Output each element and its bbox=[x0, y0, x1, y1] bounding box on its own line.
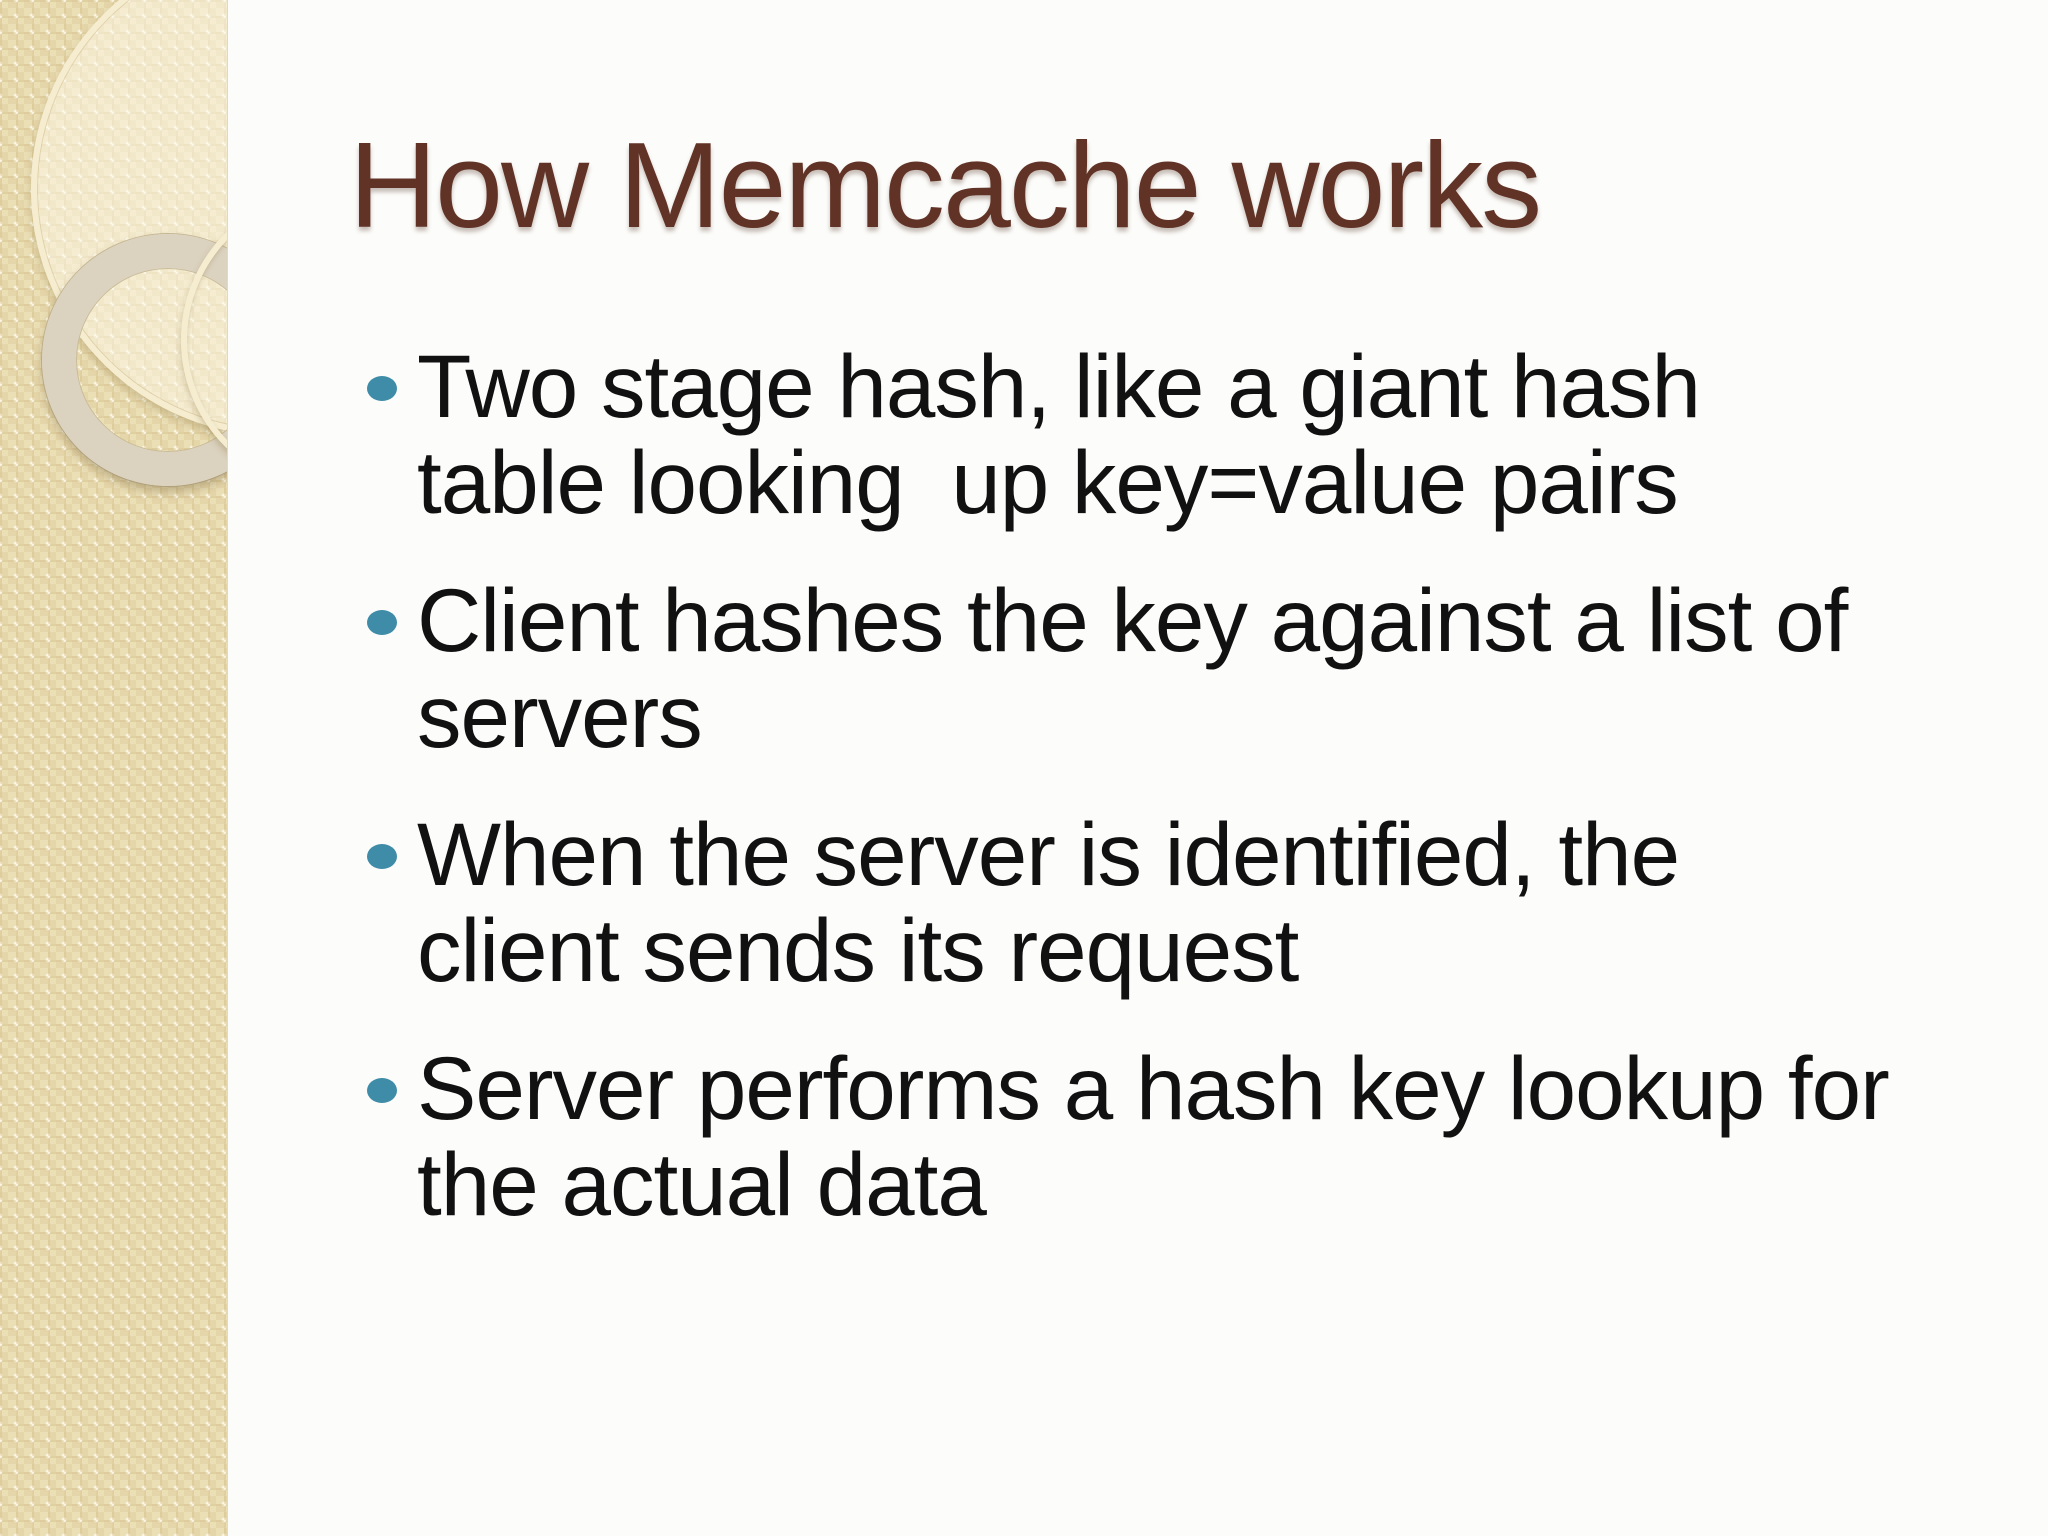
slide-title: How Memcache works bbox=[349, 117, 1542, 253]
bullet-text-line: Two stage hash, like a giant hash bbox=[417, 336, 1701, 436]
bullet-text-line: client sends its request bbox=[417, 900, 1299, 1000]
bullet-dot-icon bbox=[367, 844, 397, 869]
bullet-text-line: When the server is identified, the bbox=[417, 804, 1680, 904]
bullet-dot-icon bbox=[367, 1078, 397, 1103]
bullet-text-line: the actual data bbox=[417, 1134, 987, 1234]
bullet-text-line: Server performs a hash key lookup for bbox=[417, 1038, 1890, 1138]
sidebar-decoration bbox=[0, 0, 228, 1536]
bullet-text-line: servers bbox=[417, 666, 703, 766]
bullet-dot-icon bbox=[367, 610, 397, 635]
bullet-text-line: Client hashes the key against a list of bbox=[417, 570, 1848, 670]
bullet-text-line: table looking up key=value pairs bbox=[417, 432, 1679, 532]
bullet-dot-icon bbox=[367, 376, 397, 401]
